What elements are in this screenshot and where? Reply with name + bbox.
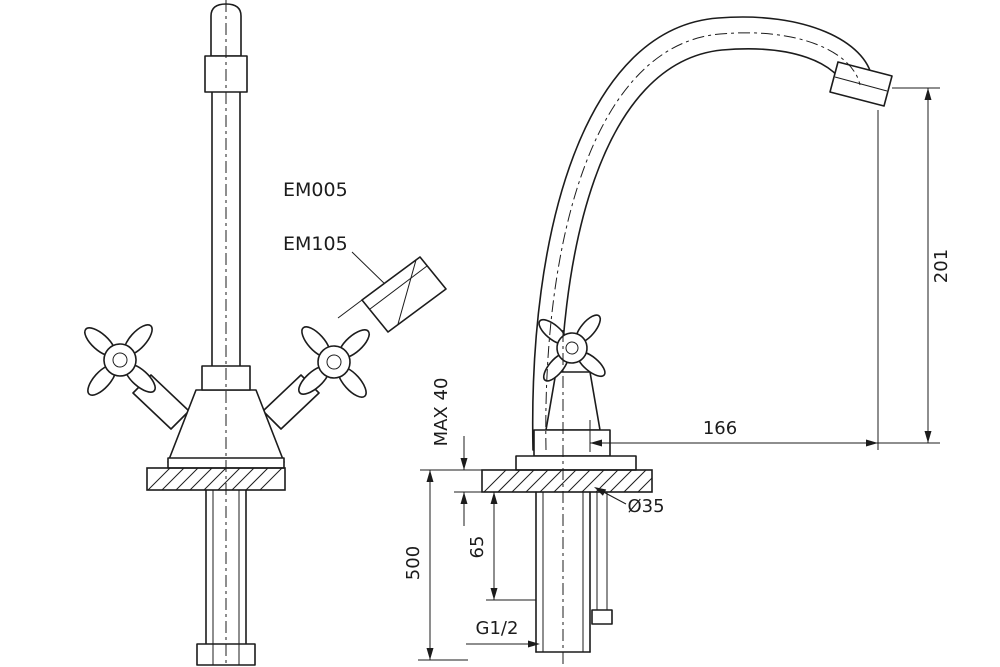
dimension-hose-length: 500 (403, 470, 468, 661)
deck-section-side (481, 469, 653, 493)
dimension-hole-diameter: Ø35 (594, 487, 665, 517)
dimension-shank-length: 65 (467, 492, 536, 601)
shank-side (535, 491, 613, 653)
aerator-box (361, 256, 447, 333)
model-label-b: EM105 (283, 233, 348, 255)
dim-65-text: 65 (467, 536, 488, 559)
dim-max40-text: MAX 40 (431, 378, 452, 447)
dim-g12-text: G1/2 (476, 618, 519, 639)
spout-inner-curve (558, 48, 848, 451)
dimension-thread-size: G1/2 (466, 618, 540, 648)
dim-166-text: 166 (703, 418, 737, 439)
front-view (84, 0, 370, 667)
dimension-max-deck: MAX 40 (420, 378, 482, 526)
dim-500-text: 500 (403, 546, 424, 580)
dim-201-text: 201 (931, 249, 952, 283)
mounting-nut-side (591, 609, 613, 625)
side-handle (538, 314, 606, 382)
escutcheon-side (515, 455, 637, 471)
dimension-spout-reach: 166 (589, 110, 940, 452)
left-handle (84, 324, 156, 396)
side-view (481, 16, 893, 667)
right-handle (298, 326, 370, 398)
deck-section-front (146, 467, 286, 491)
dimensions: 201 166 MAX 40 65 (403, 87, 952, 661)
handle-bonnet-side (545, 371, 601, 431)
dimension-spout-height: 201 (892, 87, 952, 443)
aerator-detail: EM005 EM105 (283, 179, 447, 333)
dim-o35-text: Ø35 (627, 496, 664, 517)
spout-outer-curve (531, 16, 873, 451)
model-label-a: EM005 (283, 179, 348, 201)
